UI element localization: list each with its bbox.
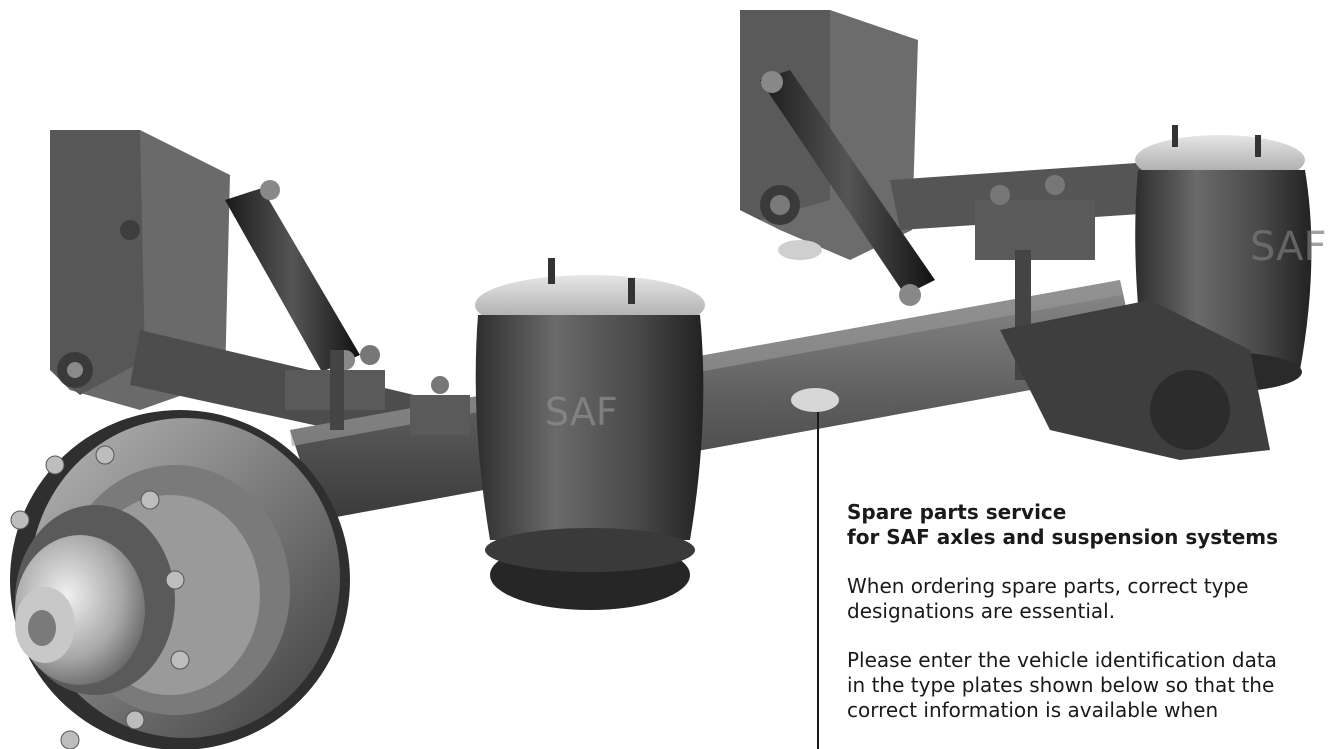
right-shock-absorber	[760, 70, 935, 306]
left-wheel-hub	[15, 505, 175, 695]
left-axle-clamp	[285, 345, 470, 435]
spare-parts-text-block: Spare parts service for SAF axles and su…	[847, 500, 1328, 723]
type-plate-callout-line	[817, 412, 819, 749]
right-air-spring-brand-mark: SAF	[1250, 224, 1327, 270]
paragraph-1-line-2: designations are essential.	[847, 599, 1116, 623]
left-air-spring: SAF	[475, 258, 705, 610]
left-hanger-bracket	[50, 130, 230, 410]
heading-line-1: Spare parts service	[847, 500, 1067, 524]
axle-type-plate-marker	[791, 388, 839, 412]
paragraph-2-line-1: Please enter the vehicle identification …	[847, 648, 1277, 672]
left-air-spring-brand-mark: SAF	[545, 390, 618, 434]
right-axle-clamp	[975, 175, 1095, 380]
right-brake-assembly	[1000, 300, 1270, 460]
left-shock-absorber	[225, 180, 360, 372]
paragraph-2-line-2: in the type plates shown below so that t…	[847, 673, 1275, 697]
wheel-studs	[10, 445, 190, 749]
right-trailing-arm	[890, 160, 1200, 230]
paragraph-1-line-1: When ordering spare parts, correct type	[847, 574, 1249, 598]
heading-line-2: for SAF axles and suspension systems	[847, 525, 1279, 549]
right-axle-plate-marker	[778, 240, 822, 260]
paragraph-2-line-3: correct information is available when	[847, 698, 1219, 722]
